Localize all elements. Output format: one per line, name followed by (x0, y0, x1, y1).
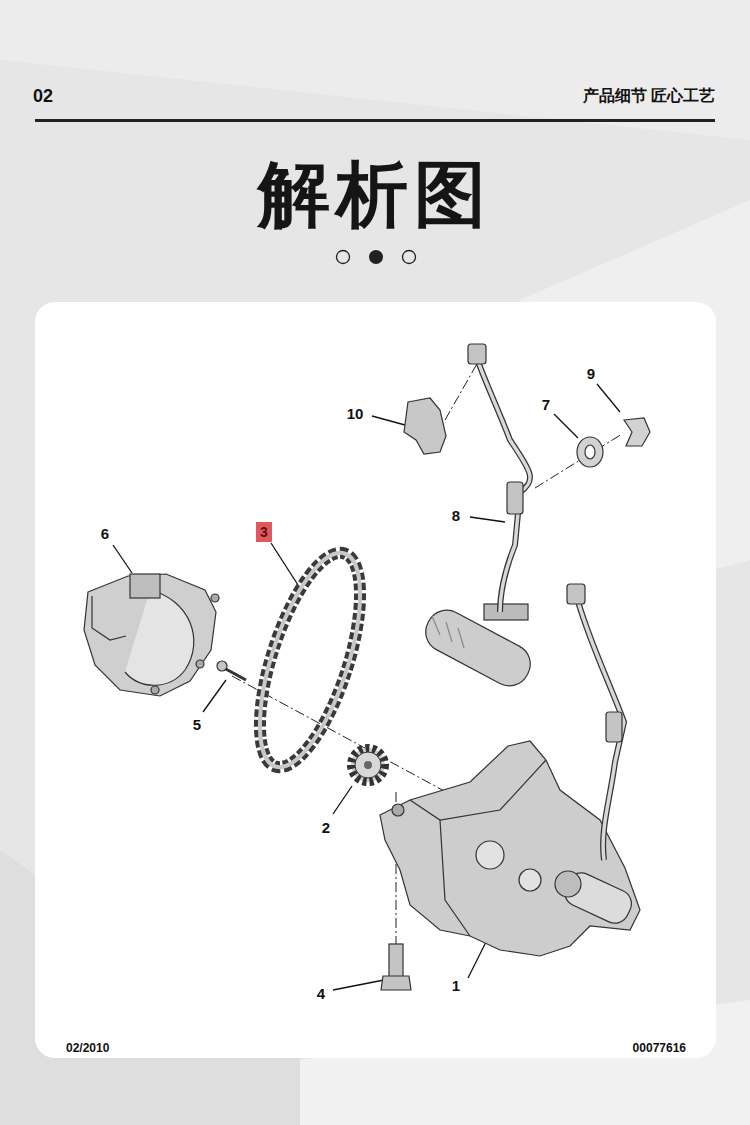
cover-part (84, 574, 219, 696)
sensor-wire (606, 712, 622, 742)
sensor-wire (468, 344, 486, 364)
leader-lines (113, 545, 132, 573)
solenoid-part (432, 616, 464, 648)
callout-number: 1 (452, 978, 460, 993)
drawing-code: 00077616 (633, 1042, 686, 1054)
leader-lines (203, 680, 226, 712)
sprocket-part (351, 748, 385, 782)
page-title: 解析图 (0, 158, 750, 230)
sensor-wire (576, 594, 624, 860)
callout-number: 7 (542, 397, 550, 412)
diagram-panel: 02/2010 00077616 3 10 9 7 8 6 2 5 4 1 (35, 302, 716, 1058)
cover-part (211, 594, 219, 602)
callout-number: 8 (452, 508, 460, 523)
cover-part (84, 574, 216, 696)
cover-part (125, 590, 194, 685)
pump-housing (392, 804, 404, 816)
drawing-shape (35, 119, 715, 122)
callout-number: 9 (587, 366, 595, 381)
pump-housing (519, 869, 541, 891)
highlighted-callout: 3 (256, 522, 272, 542)
solenoid-part (484, 604, 528, 620)
chain-part (239, 542, 381, 779)
small-parts (577, 437, 603, 467)
section-heading: 产品细节 匠心工艺 (583, 86, 715, 107)
callout-number: 10 (347, 406, 364, 421)
center-lines (535, 434, 622, 488)
drawing-shape (369, 250, 383, 264)
pump-housing (410, 760, 546, 820)
solenoid-part (419, 603, 538, 693)
chain-part (239, 542, 381, 779)
leader-lines (597, 384, 620, 412)
sensor-wire (576, 594, 624, 860)
callout-number: 3 (260, 524, 268, 540)
bolt-part (389, 944, 403, 978)
callout-number: 6 (101, 526, 109, 541)
center-lines (445, 362, 478, 420)
leader-lines (470, 517, 505, 522)
callout-number: 4 (317, 986, 325, 1001)
bolt-part (217, 661, 227, 671)
sprocket-part (364, 761, 372, 769)
sprocket-part (355, 752, 381, 778)
callout-number: 5 (193, 717, 201, 732)
sensor-wire (507, 482, 523, 514)
leader-lines (554, 414, 578, 438)
pump-housing (476, 841, 504, 869)
leader-lines (333, 786, 352, 814)
leader-lines (333, 980, 384, 990)
callout-number: 2 (322, 820, 330, 835)
leader-lines (271, 543, 298, 585)
exploded-illustration (35, 302, 716, 1058)
cover-part (92, 596, 126, 640)
sensor-wire (476, 356, 530, 612)
chain-part (239, 542, 381, 779)
drawing-code: 02/2010 (66, 1042, 109, 1054)
leader-lines (372, 416, 405, 425)
cover-part (151, 686, 159, 694)
drawing-shape (337, 251, 350, 264)
sensor-wire (468, 344, 624, 860)
sensor-wire (476, 356, 530, 612)
bolt-part (224, 668, 246, 680)
sprocket-part (351, 748, 385, 782)
bolt-part (381, 976, 411, 990)
small-parts (404, 398, 446, 454)
drawing-shape (403, 251, 416, 264)
solenoid-part (419, 603, 538, 693)
page-number: 02 (33, 86, 53, 107)
small-parts (404, 398, 650, 467)
cover-part (196, 660, 204, 668)
pump-housing (440, 820, 470, 936)
small-parts (624, 418, 650, 446)
cover-part (130, 574, 160, 598)
small-parts (585, 445, 595, 459)
pump-housing (555, 871, 581, 897)
sensor-wire (567, 584, 585, 604)
drawing-shape (0, 0, 750, 140)
